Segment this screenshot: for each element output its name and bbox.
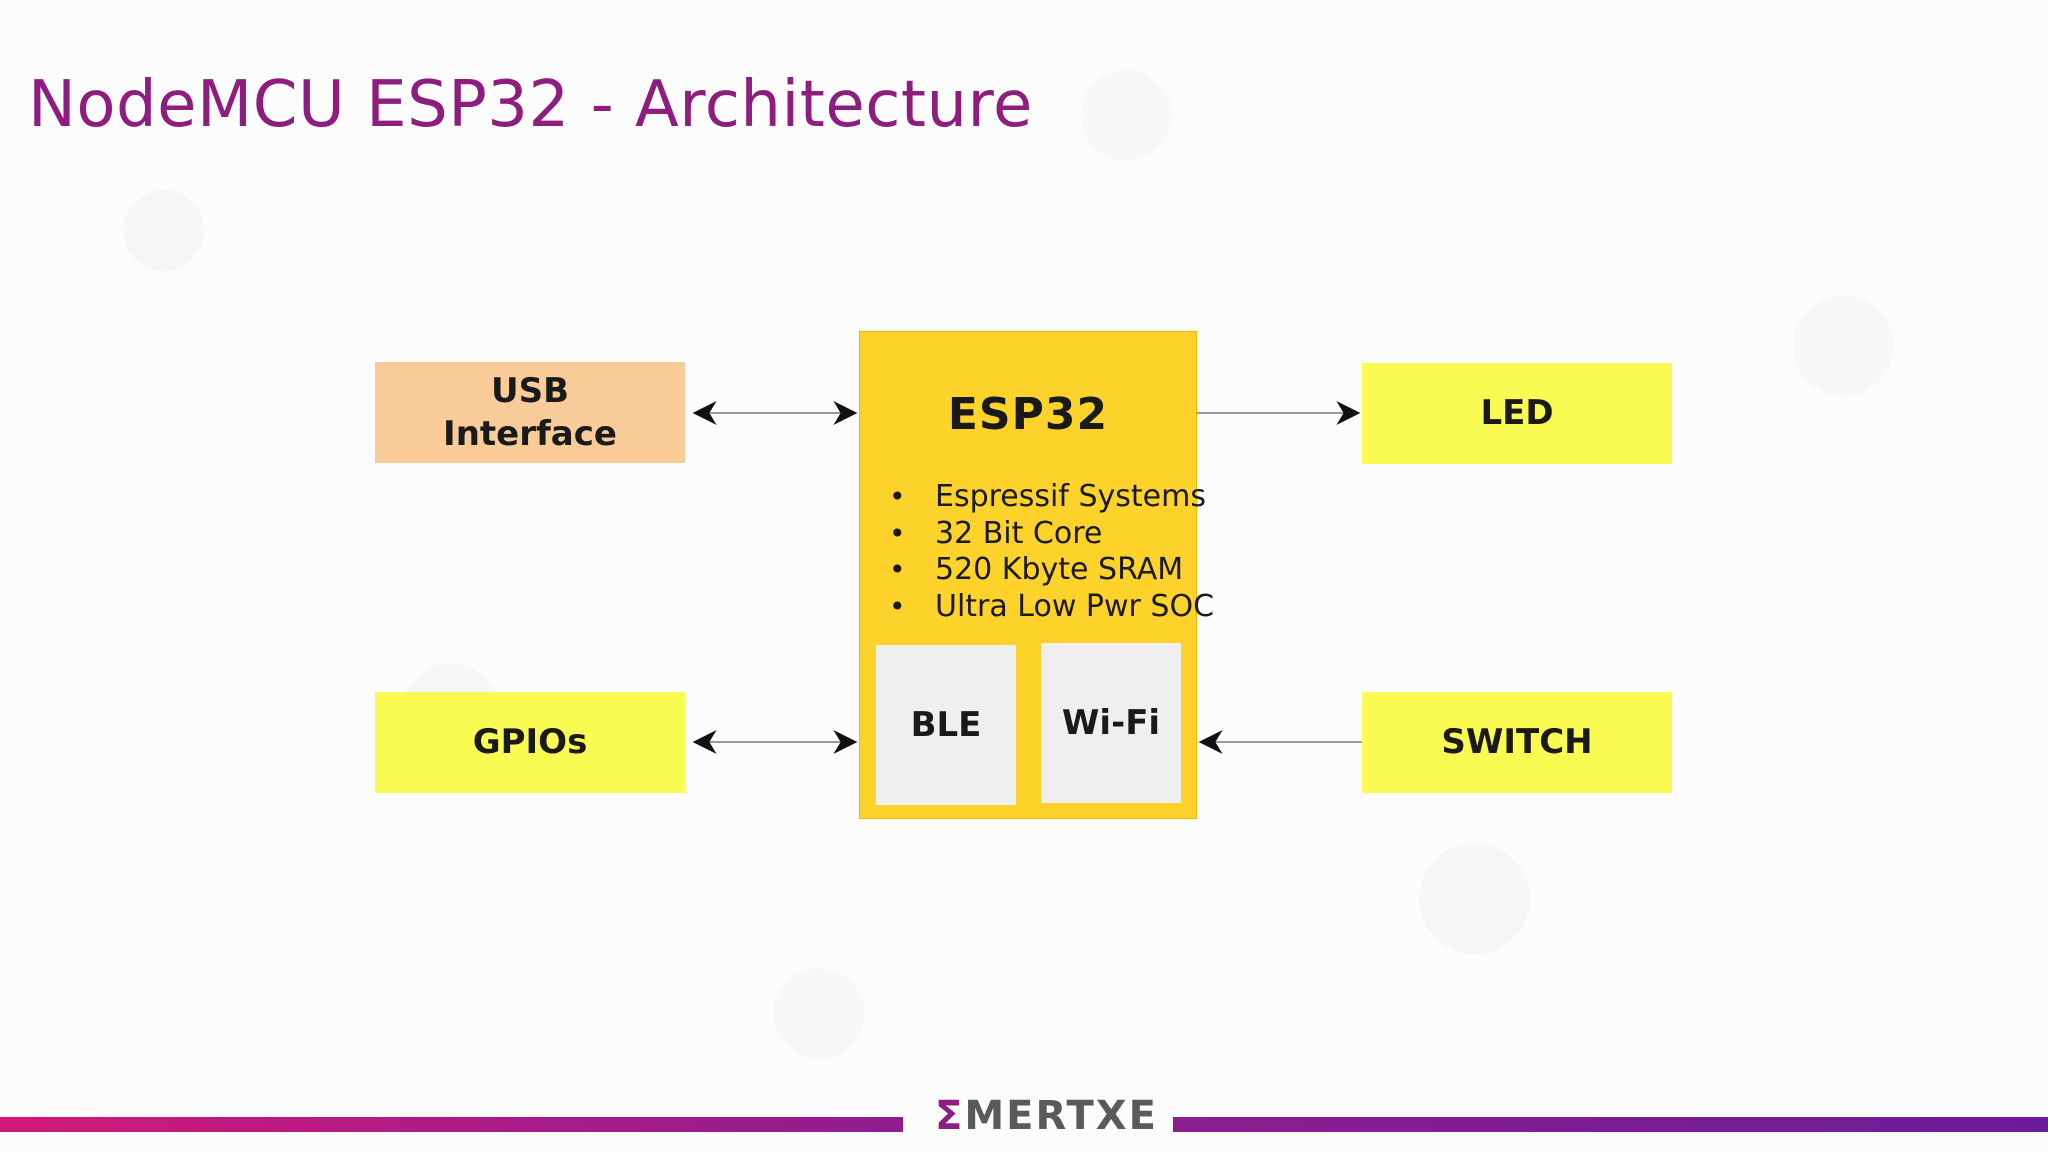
gpios-label: GPIOs [472, 722, 588, 763]
gpios-block: GPIOs [375, 692, 685, 793]
esp32-feature: 520 Kbyte SRAM [889, 552, 1214, 589]
wifi-block: Wi-Fi [1041, 643, 1181, 803]
slide-title: NodeMCU ESP32 - Architecture [28, 68, 1033, 142]
esp32-title: ESP32 [947, 389, 1109, 440]
esp32-feature: Ultra Low Pwr SOC [889, 589, 1214, 626]
switch-label: SWITCH [1441, 722, 1593, 763]
wifi-label: Wi-Fi [1061, 703, 1161, 743]
logo-text: MERTXE [964, 1093, 1158, 1139]
esp32-feature-list: Espressif Systems 32 Bit Core 520 Kbyte … [889, 479, 1214, 625]
ble-label: BLE [910, 705, 982, 745]
esp32-feature: Espressif Systems [889, 479, 1214, 516]
led-block: LED [1362, 363, 1672, 464]
usb-interface-label: USB Interface [443, 371, 617, 454]
logo-sigma: Σ [935, 1093, 965, 1139]
led-label: LED [1480, 393, 1554, 434]
footer-bar-left [0, 1117, 903, 1132]
esp32-block: ESP32 Espressif Systems 32 Bit Core 520 … [859, 331, 1214, 819]
switch-block: SWITCH [1362, 692, 1672, 793]
footer-bar-right [1173, 1117, 2048, 1132]
usb-interface-block: USB Interface [375, 362, 685, 463]
esp32-feature: 32 Bit Core [889, 516, 1214, 553]
ble-block: BLE [876, 645, 1016, 805]
emertxe-logo: ΣMERTXE [935, 1093, 1158, 1139]
